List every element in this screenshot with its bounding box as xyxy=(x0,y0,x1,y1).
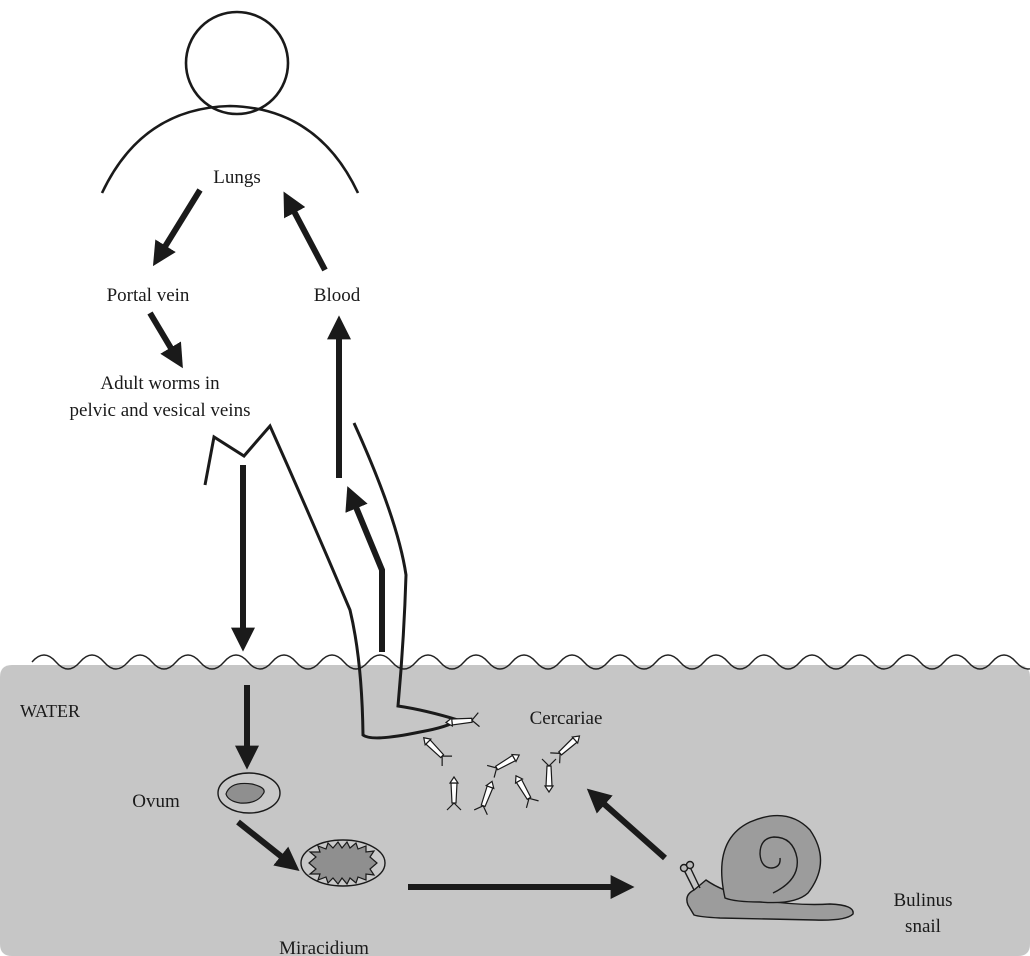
label-blood: Blood xyxy=(314,285,361,306)
ovum-icon xyxy=(218,773,280,813)
label-cercariae: Cercariae xyxy=(530,708,603,729)
label-lungs: Lungs xyxy=(213,167,261,188)
miracidium-icon xyxy=(301,840,385,886)
arrow-portal-to-worms xyxy=(150,313,178,360)
label-adult-worms-line1: Adult worms in xyxy=(100,373,220,394)
arrow-blood-to-lungs xyxy=(288,200,325,270)
human-figure-icon xyxy=(102,12,358,193)
label-portal-vein: Portal vein xyxy=(107,285,190,306)
label-ovum: Ovum xyxy=(132,791,180,812)
label-adult-worms-line2: pelvic and vesical veins xyxy=(70,400,251,421)
label-water: WATER xyxy=(20,701,80,721)
arrow-cercariae-penetrate xyxy=(351,495,382,652)
label-miracidium: Miracidium xyxy=(279,938,369,956)
label-snail-line2: snail xyxy=(905,916,941,937)
label-snail-line1: Bulinus xyxy=(893,890,952,911)
arrow-lungs-to-portal xyxy=(158,190,200,258)
